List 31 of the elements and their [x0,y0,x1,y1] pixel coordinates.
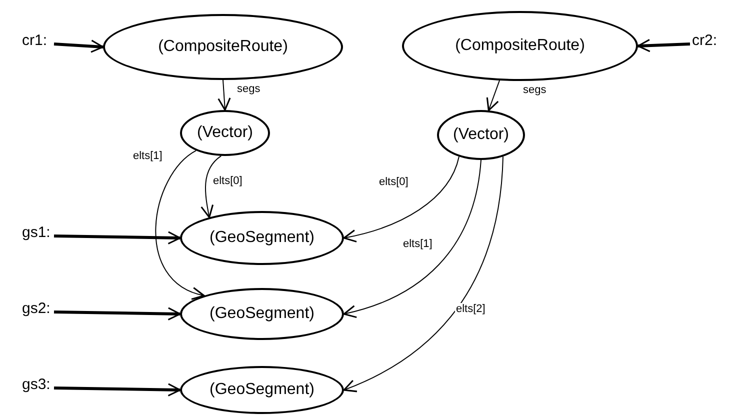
edge-label: elts[0] [212,175,244,188]
arrow [200,155,222,218]
arrow [54,40,104,53]
variable-name: cr1: [22,30,48,50]
class-ellipse: (GeoSegment) [180,211,344,265]
arrow [54,307,181,320]
arrow [343,156,504,392]
edge-label: segs [522,84,548,97]
variable-name: gs2: [22,298,50,318]
arrow [486,80,500,112]
class-ellipse: (GeoSegment) [180,366,344,414]
class-ellipse: (CompositeRoute) [402,11,638,81]
variable-name: cr2: [692,30,718,50]
class-ellipse: (GeoSegment) [180,288,344,340]
variable-name: gs3: [22,374,50,394]
variable-name: gs1: [22,222,50,242]
arrow [155,150,205,298]
edge-label: elts[0] [378,176,410,189]
arrow [343,156,460,242]
arrow [54,383,181,396]
arrow [54,231,181,244]
edge-label: elts[1] [132,150,164,163]
arrow [637,38,690,52]
arrow [343,160,482,318]
class-ellipse: (CompositeRoute) [103,14,343,80]
arrow [218,80,231,111]
class-ellipse: (Vector) [180,110,270,156]
edge-label: segs [236,83,262,96]
edge-label: elts[2] [455,303,486,316]
class-ellipse: (Vector) [437,110,525,160]
edge-label: elts[1] [402,238,434,251]
